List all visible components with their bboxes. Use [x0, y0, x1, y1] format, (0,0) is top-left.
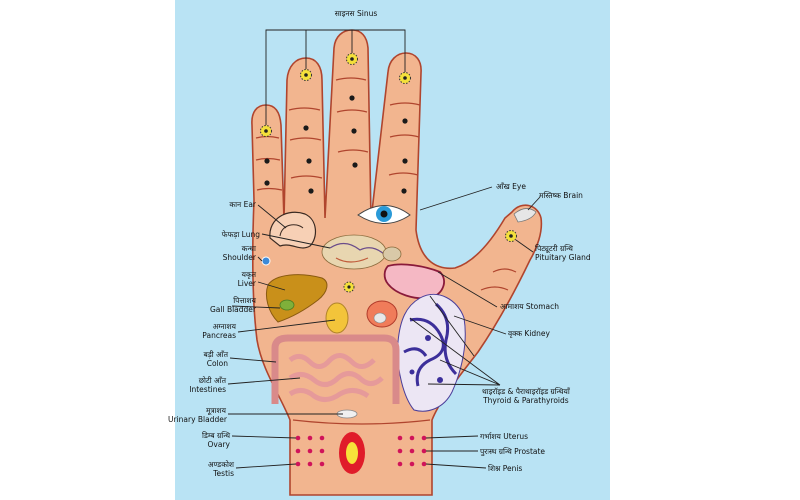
- label-eye: आँख Eye: [496, 182, 526, 191]
- label-pituitary: पिट्यूटरी ग्रन्थिPituitary Gland: [535, 244, 591, 262]
- label-uterus: गर्भाशय Uterus: [480, 432, 528, 441]
- pancreas-icon: [326, 303, 348, 333]
- label-ear: कान Ear: [190, 200, 256, 209]
- thyroid-region: [398, 294, 466, 411]
- hand-outline: [252, 30, 541, 495]
- wrist-center-point: [339, 432, 365, 474]
- label-prostate: पुरःस्थ ग्रन्थि Prostate: [480, 447, 545, 456]
- label-shoulder: कन्धाShoulder: [190, 244, 256, 262]
- label-thyroid: थाइरॉइड & पैराथाइरॉइड ग्रन्थियाँThyroid …: [482, 387, 570, 405]
- shoulder-point: [262, 257, 270, 265]
- kidney-icon: [367, 301, 397, 327]
- label-penis: शिश्न Penis: [488, 464, 522, 473]
- label-sinus: साइनस Sinus: [296, 9, 416, 18]
- label-brain: मस्तिष्क Brain: [539, 191, 583, 200]
- label-stomach: आमाशय Stomach: [500, 302, 559, 311]
- label-kidney: वृक्क Kidney: [508, 329, 550, 338]
- label-lung: फेफड़ा Lung: [180, 230, 260, 239]
- label-ovary: डिम्ब ग्रन्थिOvary: [176, 431, 230, 449]
